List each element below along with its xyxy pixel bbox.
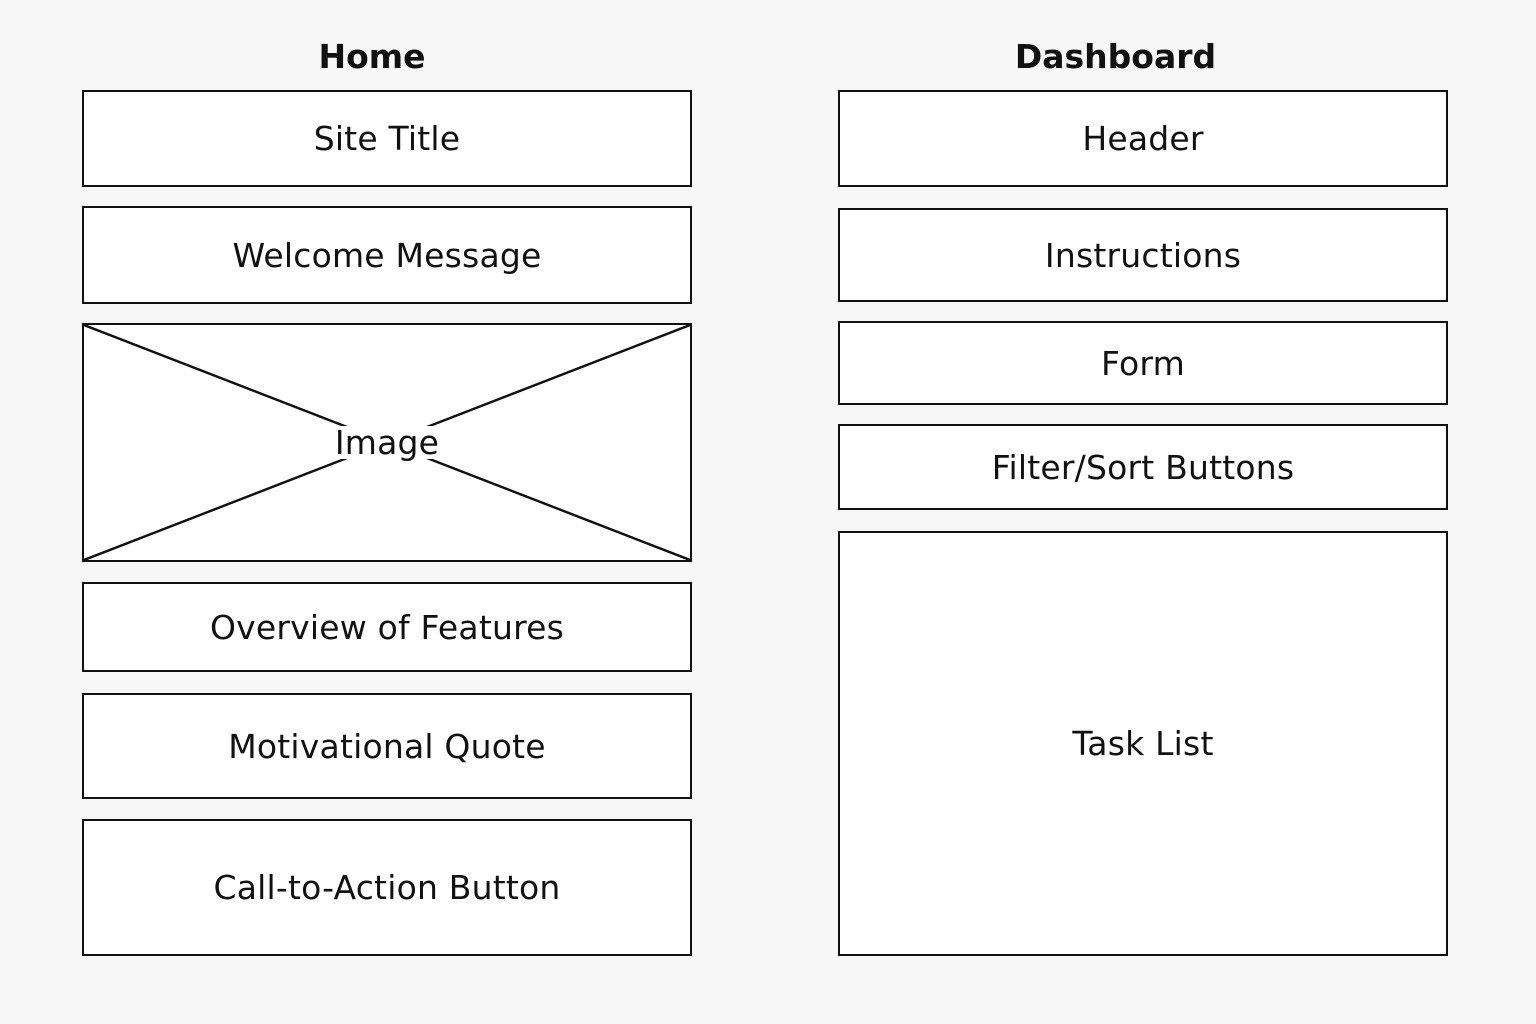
home-cta-label: Call-to-Action Button [213,868,561,907]
home-image-placeholder: Image [82,323,692,562]
home-overview-label: Overview of Features [209,607,565,647]
home-cta-block: Call-to-Action Button [82,819,692,956]
dashboard-instructions-block: Instructions [838,208,1448,302]
home-column-title: Home [318,37,426,76]
home-welcome-message-label: Welcome Message [232,235,542,275]
dashboard-form-block: Form [838,321,1448,405]
dashboard-instructions-label: Instructions [1044,235,1242,275]
home-quote-label: Motivational Quote [228,726,546,766]
home-site-title-label: Site Title [313,119,461,158]
dashboard-header-label: Header [1082,119,1204,158]
home-overview-block: Overview of Features [82,582,692,672]
dashboard-form-label: Form [1101,343,1185,383]
dashboard-task-list-block: Task List [838,531,1448,956]
home-site-title-block: Site Title [82,90,692,187]
dashboard-filter-sort-label: Filter/Sort Buttons [991,447,1295,487]
dashboard-task-list-label: Task List [1072,724,1214,763]
dashboard-column-title: Dashboard [1014,37,1217,76]
dashboard-header-block: Header [838,90,1448,187]
dashboard-filter-sort-block: Filter/Sort Buttons [838,424,1448,510]
home-quote-block: Motivational Quote [82,693,692,799]
home-image-label: Image [330,426,444,459]
home-welcome-message-block: Welcome Message [82,206,692,304]
